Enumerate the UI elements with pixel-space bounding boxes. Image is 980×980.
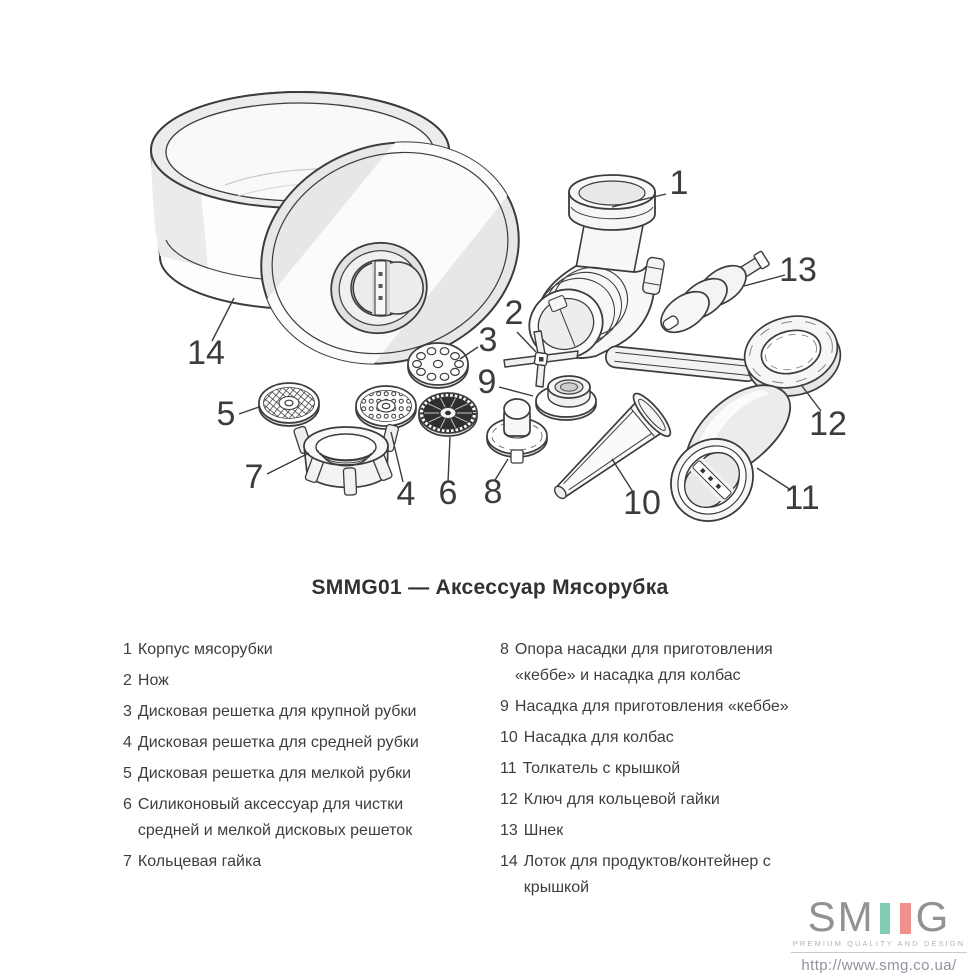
logo-text-sm: SM <box>807 893 875 940</box>
parts-list-left-column: 1 Корпус мясорубки 2 Нож 3 Дисковая реше… <box>123 637 445 880</box>
list-item-12: 12 Ключ для кольцевой гайки <box>500 787 818 813</box>
part-name: Дисковая решетка для крупной рубки <box>137 703 417 720</box>
part-name: Корпус мясорубки <box>137 641 273 658</box>
page-title: SMMG01 — Аксессуар Мясорубка <box>311 576 669 599</box>
part-number: 13 <box>500 822 518 839</box>
part-name: Опора насадки для приготовления «кеббе» … <box>514 641 773 684</box>
flag-stripe-white <box>889 902 901 934</box>
callout-10: 10 <box>623 484 661 522</box>
part-name: Лоток для продуктов/контейнер с крышкой <box>523 853 771 896</box>
part-pusher <box>670 384 791 522</box>
italian-flag-icon <box>879 902 911 934</box>
part-ring-nut <box>293 423 399 496</box>
part-auger <box>660 250 770 334</box>
part-disc-fine <box>258 382 320 427</box>
part-wrench <box>605 315 842 397</box>
part-kebbe-support <box>486 398 548 464</box>
part-disc-medium <box>355 385 417 430</box>
parts-list-right-column: 8 Опора насадки для приготовления «кеббе… <box>500 637 818 906</box>
part-name: Шнек <box>523 822 564 839</box>
part-knife <box>503 330 579 388</box>
callout-11: 11 <box>784 479 819 517</box>
list-item-10: 10 Насадка для колбас <box>500 725 818 751</box>
callout-12: 12 <box>809 405 847 443</box>
part-name: Насадка для приготовления «кеббе» <box>514 698 789 715</box>
flag-stripe-red <box>900 902 911 934</box>
part-number: 7 <box>123 853 132 870</box>
brand-block: SM G PREMIUM QUALITY AND DESIGN http://w… <box>791 893 967 974</box>
callout-4: 4 <box>397 475 416 513</box>
list-item-3: 3 Дисковая решетка для крупной рубки <box>123 699 445 725</box>
list-item-2: 2 Нож <box>123 668 445 694</box>
list-item-1: 1 Корпус мясорубки <box>123 637 445 663</box>
callout-leader-lines <box>211 193 822 493</box>
callout-2: 2 <box>505 294 524 332</box>
part-name: Насадка для колбас <box>523 729 674 746</box>
part-number: 10 <box>500 729 518 746</box>
part-number: 1 <box>123 641 132 658</box>
part-kebbe-ring <box>535 375 597 421</box>
part-number: 4 <box>123 734 132 751</box>
part-number: 5 <box>123 765 132 782</box>
brand-url: http://www.smg.co.ua/ <box>801 956 957 974</box>
list-item-7: 7 Кольцевая гайка <box>123 849 445 875</box>
part-name: Кольцевая гайка <box>137 853 262 870</box>
list-item-9: 9 Насадка для приготовления «кеббе» <box>500 694 818 720</box>
callout-7: 7 <box>245 458 264 496</box>
brand-logo: SM G <box>791 893 967 940</box>
callout-8: 8 <box>484 473 503 511</box>
part-number: 6 <box>123 796 132 813</box>
part-silicone-disc <box>418 392 478 437</box>
callout-13: 13 <box>779 251 817 289</box>
part-name: Ключ для кольцевой гайки <box>523 791 720 808</box>
part-name: Дисковая решетка для мелкой рубки <box>137 765 412 782</box>
part-number: 8 <box>500 641 509 658</box>
callout-5: 5 <box>217 395 236 433</box>
part-number: 14 <box>500 853 518 870</box>
part-number: 11 <box>500 760 517 777</box>
callout-6: 6 <box>439 474 458 512</box>
list-item-6: 6 Силиконовый аксессуар для чистки средн… <box>123 792 445 844</box>
logo-text-g: G <box>915 893 951 940</box>
flag-stripe-green <box>879 902 890 934</box>
list-item-14: 14 Лоток для продуктов/контейнер с крышк… <box>500 849 818 901</box>
callout-1: 1 <box>670 164 689 202</box>
part-name: Толкатель с крышкой <box>522 760 681 777</box>
list-item-11: 11 Толкатель с крышкой <box>500 756 818 782</box>
part-name: Силиконовый аксессуар для чистки средней… <box>137 796 413 839</box>
callout-14: 14 <box>187 334 225 372</box>
part-sausage-horn <box>553 392 672 500</box>
list-item-4: 4 Дисковая решетка для средней рубки <box>123 730 445 756</box>
part-number: 12 <box>500 791 518 808</box>
part-number: 3 <box>123 703 132 720</box>
part-number: 9 <box>500 698 509 715</box>
part-number: 2 <box>123 672 132 689</box>
exploded-parts-diagram: 1 2 3 4 5 6 7 8 9 10 11 12 13 14 <box>150 91 847 522</box>
part-name: Дисковая решетка для средней рубки <box>137 734 419 751</box>
list-item-5: 5 Дисковая решетка для мелкой рубки <box>123 761 445 787</box>
list-item-8: 8 Опора насадки для приготовления «кеббе… <box>500 637 818 689</box>
part-name: Нож <box>137 672 169 689</box>
part-tray-lid <box>250 108 520 398</box>
part-grinder-body <box>528 174 665 360</box>
callout-3: 3 <box>479 321 498 359</box>
brand-tagline: PREMIUM QUALITY AND DESIGN <box>791 939 967 953</box>
list-item-13: 13 Шнек <box>500 818 818 844</box>
callout-9: 9 <box>478 363 497 401</box>
part-disc-coarse <box>407 342 469 389</box>
